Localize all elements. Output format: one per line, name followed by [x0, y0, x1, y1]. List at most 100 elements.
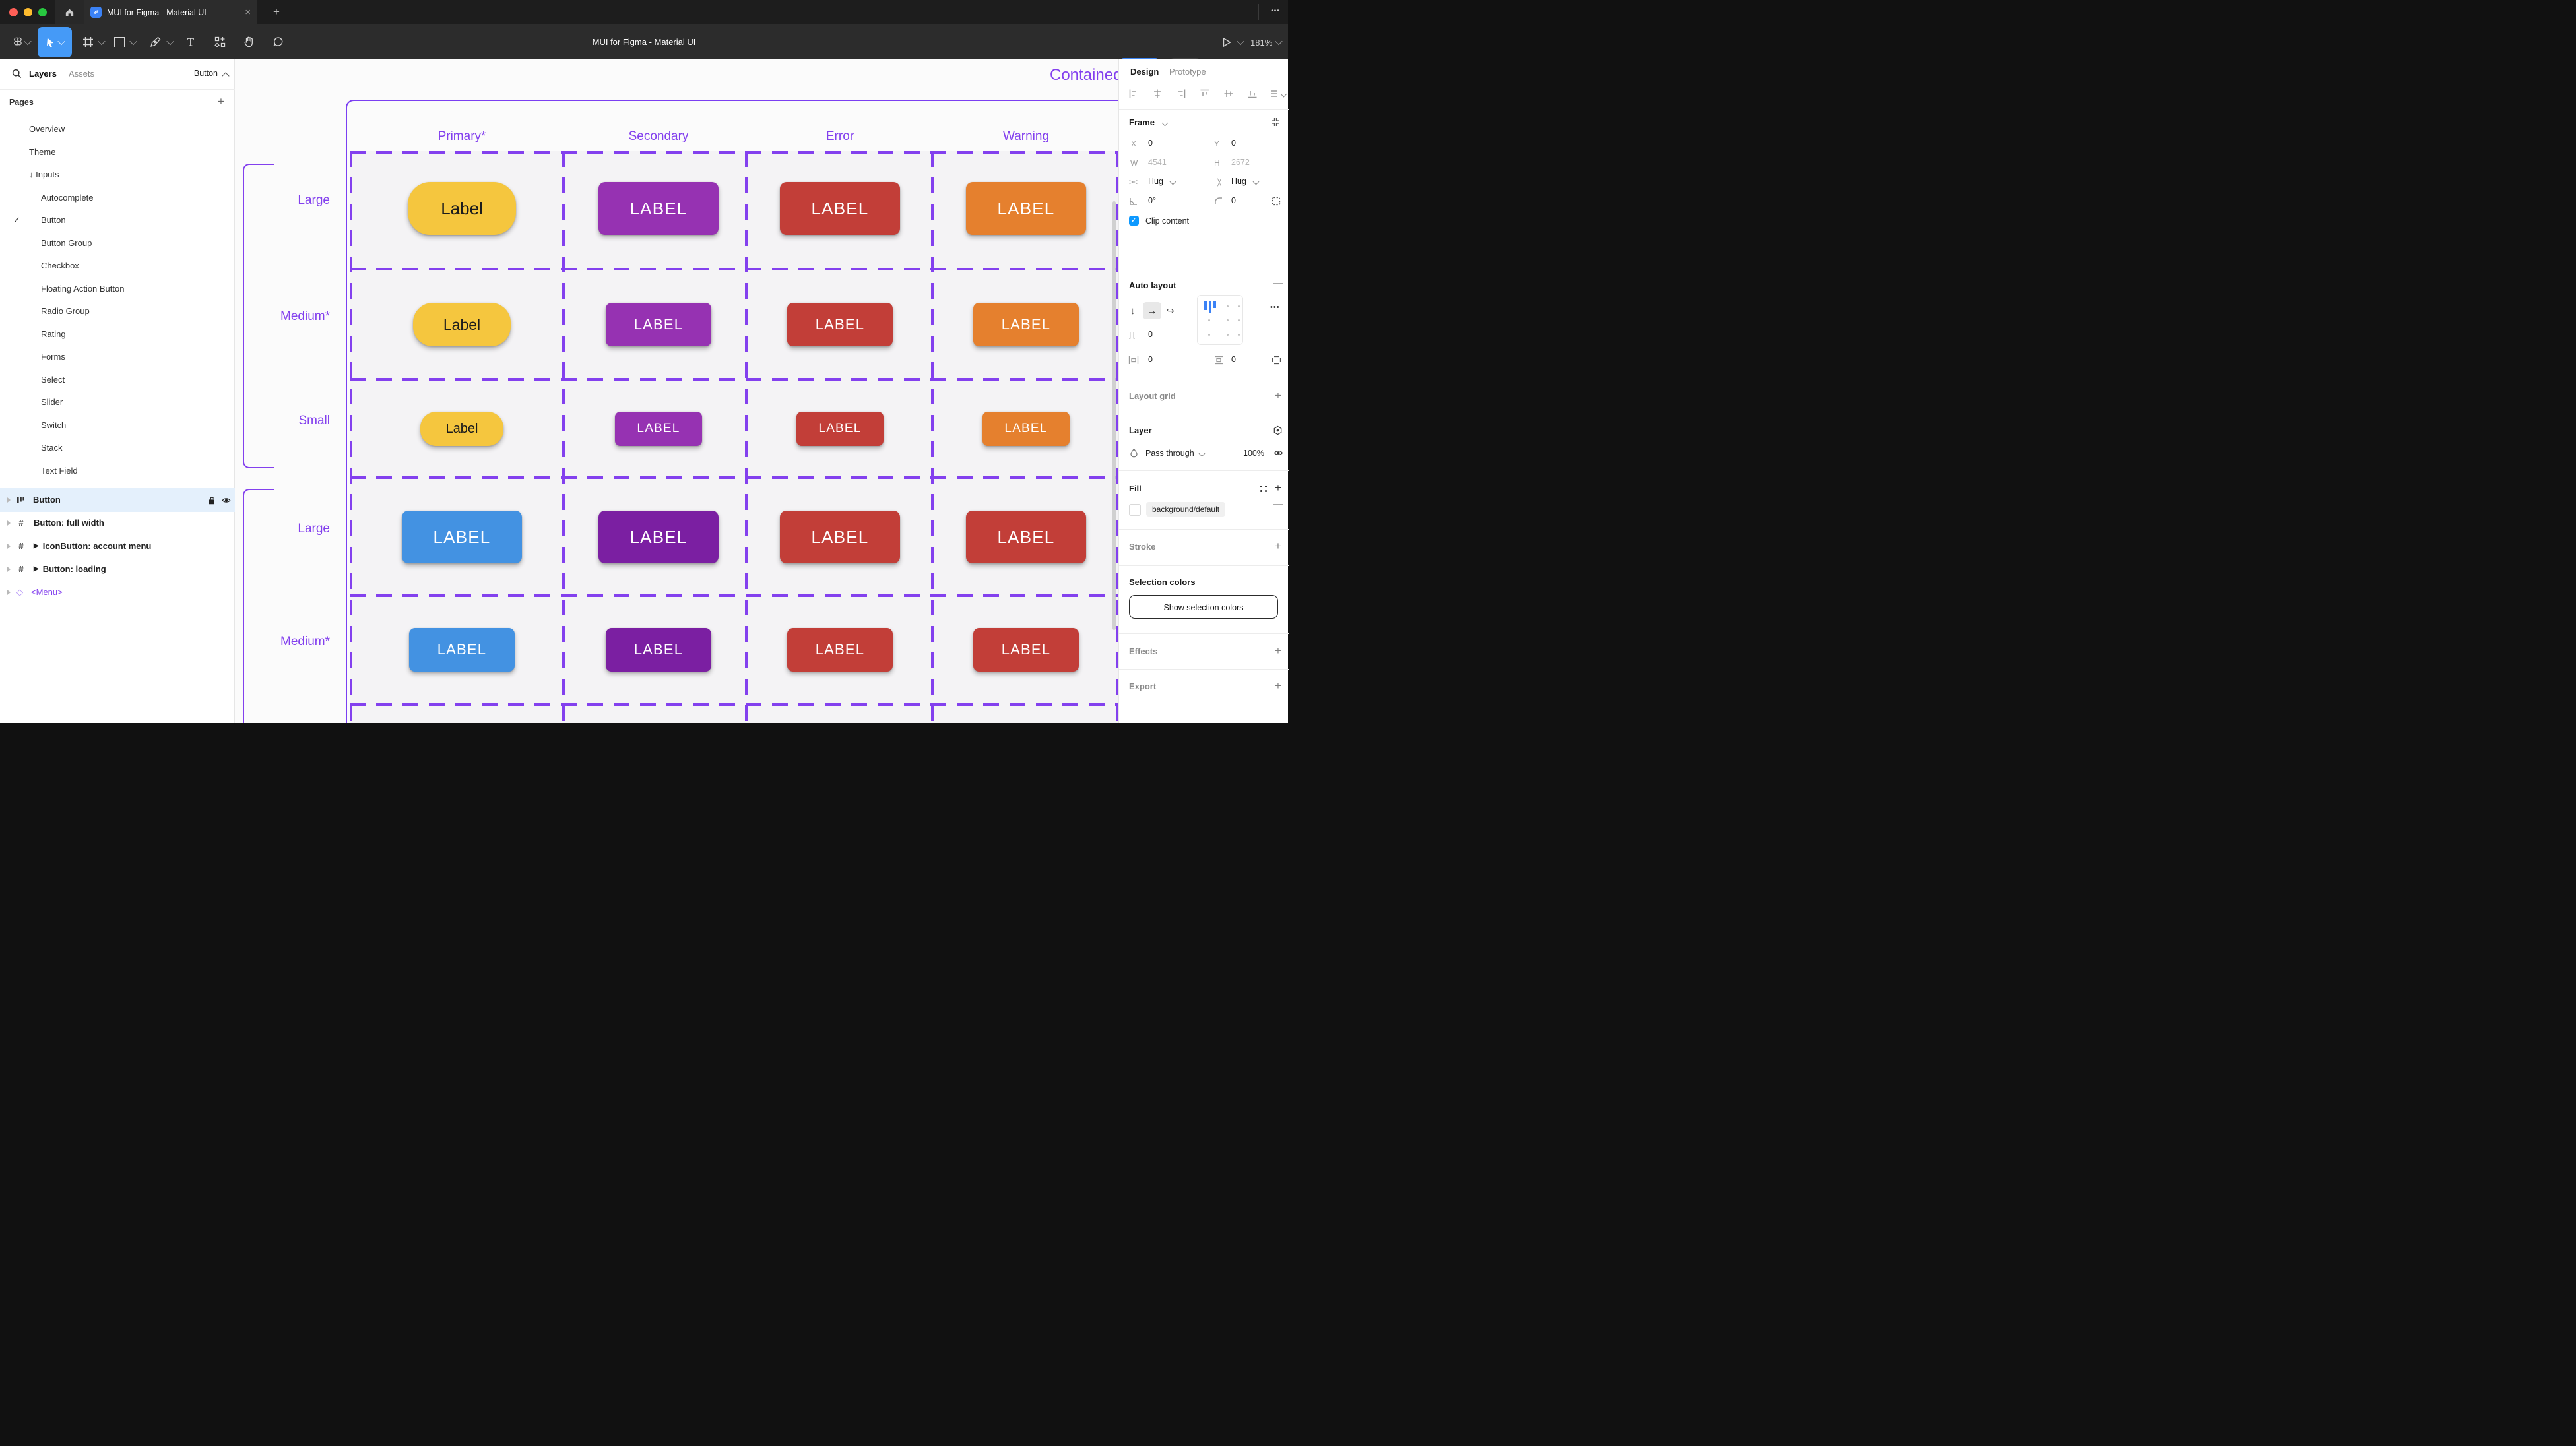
shape-tool-button[interactable] — [110, 24, 129, 59]
add-layout-grid-button[interactable]: + — [1275, 389, 1281, 402]
disclosure-icon[interactable] — [7, 544, 11, 549]
add-effect-button[interactable]: + — [1275, 644, 1281, 658]
frame-title[interactable]: Contained — [1050, 66, 1118, 84]
fill-styles-icon[interactable] — [1260, 486, 1267, 492]
button-warning-large-alt[interactable]: LABEL — [966, 511, 1086, 563]
collapse-panel-icon[interactable] — [1271, 117, 1280, 127]
disclosure-icon[interactable] — [7, 590, 11, 595]
disclosure-icon[interactable] — [7, 520, 11, 526]
comment-tool-button[interactable] — [268, 24, 288, 59]
layer-row-menu-component[interactable]: ◇ <Menu> — [0, 584, 235, 601]
frame-section-header[interactable]: Frame — [1129, 117, 1155, 127]
search-icon[interactable] — [12, 69, 22, 79]
button-secondary-medium-alt[interactable]: LABEL — [606, 628, 711, 672]
button-error-medium[interactable]: LABEL — [787, 303, 893, 346]
toolbar-file-title[interactable]: MUI for Figma - Material UI — [446, 24, 842, 59]
independent-padding-icon[interactable] — [1272, 356, 1281, 365]
canvas-vertical-scrollbar[interactable] — [1112, 201, 1116, 630]
horizontal-padding-value[interactable]: 0 — [1148, 355, 1153, 364]
zoom-menu[interactable]: 181% — [1250, 34, 1281, 51]
auto-layout-wrap-icon[interactable]: ↩ — [1167, 305, 1175, 317]
distribute-more-icon[interactable] — [1270, 88, 1280, 99]
hug-horizontal-value[interactable]: Hug — [1148, 177, 1163, 186]
present-play-button[interactable] — [1222, 37, 1232, 47]
move-tool-button[interactable] — [38, 27, 72, 57]
visibility-eye-icon[interactable] — [222, 496, 231, 505]
file-tab[interactable]: MUI for Figma - Material UI × — [84, 0, 257, 24]
main-menu-chevron[interactable] — [24, 24, 32, 59]
layer-row-button[interactable]: Button — [0, 491, 235, 509]
align-top-icon[interactable] — [1200, 88, 1210, 99]
align-right-icon[interactable] — [1176, 88, 1186, 99]
auto-layout-vertical-icon[interactable]: ↓ — [1130, 305, 1136, 317]
y-value[interactable]: 0 — [1231, 139, 1236, 148]
hug-vertical-value[interactable]: Hug — [1231, 177, 1246, 186]
page-item-inputs[interactable]: ↓ Inputs — [0, 168, 264, 182]
tab-close-icon[interactable]: × — [245, 0, 251, 24]
layer-row-button-full-width[interactable]: # Button: full width — [0, 515, 235, 532]
add-fill-button[interactable]: + — [1275, 482, 1281, 495]
tab-layers[interactable]: Layers — [29, 69, 57, 79]
unlock-icon[interactable] — [207, 496, 216, 505]
button-secondary-large-alt[interactable]: LABEL — [598, 511, 719, 563]
shape-tool-chevron[interactable] — [129, 24, 137, 59]
button-primary-medium[interactable]: Label — [413, 303, 511, 346]
align-left-icon[interactable] — [1128, 88, 1139, 99]
remove-auto-layout-button[interactable]: — — [1273, 278, 1283, 289]
button-secondary-large[interactable]: LABEL — [598, 182, 719, 235]
tab-design[interactable]: Design — [1130, 67, 1159, 77]
align-horizontal-center-icon[interactable] — [1152, 88, 1163, 99]
tab-prototype[interactable]: Prototype — [1169, 67, 1206, 77]
button-warning-medium[interactable]: LABEL — [973, 303, 1079, 346]
button-secondary-medium[interactable]: LABEL — [606, 303, 711, 346]
button-error-small[interactable]: LABEL — [796, 412, 884, 446]
resources-tool-button[interactable] — [210, 24, 230, 59]
fill-color-swatch[interactable] — [1129, 504, 1141, 516]
hug-v-chevron[interactable] — [1253, 179, 1260, 185]
w-value[interactable]: 4541 — [1148, 158, 1167, 167]
layer-visibility-eye-icon[interactable] — [1273, 449, 1283, 457]
button-error-large[interactable]: LABEL — [780, 182, 900, 235]
auto-layout-more-button[interactable]: ••• — [1270, 303, 1280, 311]
show-selection-colors-button[interactable]: Show selection colors — [1129, 595, 1278, 619]
text-tool-button[interactable]: T — [181, 24, 201, 59]
window-more-menu[interactable]: ••• — [1266, 0, 1285, 24]
button-primary-large[interactable]: Label — [408, 182, 516, 235]
page-item-button[interactable]: ✓Button — [0, 213, 235, 228]
x-value[interactable]: 0 — [1148, 139, 1153, 148]
button-primary-large-alt[interactable]: LABEL — [402, 511, 522, 563]
layer-row-iconbutton-account-menu[interactable]: # ▶ IconButton: account menu — [0, 538, 235, 555]
new-tab-button[interactable]: + — [267, 0, 286, 24]
frame-tool-button[interactable] — [78, 24, 98, 59]
add-stroke-button[interactable]: + — [1275, 540, 1281, 553]
align-bottom-icon[interactable] — [1247, 88, 1258, 99]
button-primary-small[interactable]: Label — [420, 412, 503, 446]
button-warning-medium-alt[interactable]: LABEL — [973, 628, 1079, 672]
blend-mode-icon[interactable] — [1273, 425, 1283, 435]
tab-assets[interactable]: Assets — [69, 69, 94, 79]
page-item-theme[interactable]: Theme — [0, 145, 264, 160]
present-chevron[interactable] — [1237, 38, 1244, 45]
button-warning-small[interactable]: LABEL — [982, 412, 1070, 446]
h-value[interactable]: 2672 — [1231, 158, 1250, 167]
page-item-overview[interactable]: Overview — [0, 122, 264, 137]
layer-opacity-value[interactable]: 100% — [1243, 449, 1264, 458]
independent-corners-icon[interactable] — [1272, 197, 1281, 206]
move-tool-chevron[interactable] — [57, 38, 65, 45]
button-primary-medium-alt[interactable]: LABEL — [409, 628, 515, 672]
current-page-selector[interactable]: Button — [172, 69, 218, 78]
button-secondary-small[interactable]: LABEL — [615, 412, 702, 446]
window-zoom-button[interactable] — [38, 8, 47, 16]
gap-value[interactable]: 0 — [1148, 330, 1153, 339]
button-error-large-alt[interactable]: LABEL — [780, 511, 900, 563]
home-tab[interactable] — [55, 0, 84, 24]
disclosure-icon[interactable] — [7, 497, 11, 503]
button-warning-large[interactable]: LABEL — [966, 182, 1086, 235]
distribute-chevron-icon[interactable] — [1281, 91, 1287, 98]
auto-layout-alignment-matrix[interactable] — [1197, 295, 1243, 345]
frame-tool-chevron[interactable] — [98, 24, 106, 59]
clip-content-checkbox[interactable]: ✓ — [1129, 216, 1139, 226]
auto-layout-horizontal-icon[interactable]: → — [1143, 302, 1161, 319]
page-selector-chevron-up-icon[interactable] — [222, 72, 229, 79]
layer-row-button-loading[interactable]: # ▶ Button: loading — [0, 561, 235, 578]
